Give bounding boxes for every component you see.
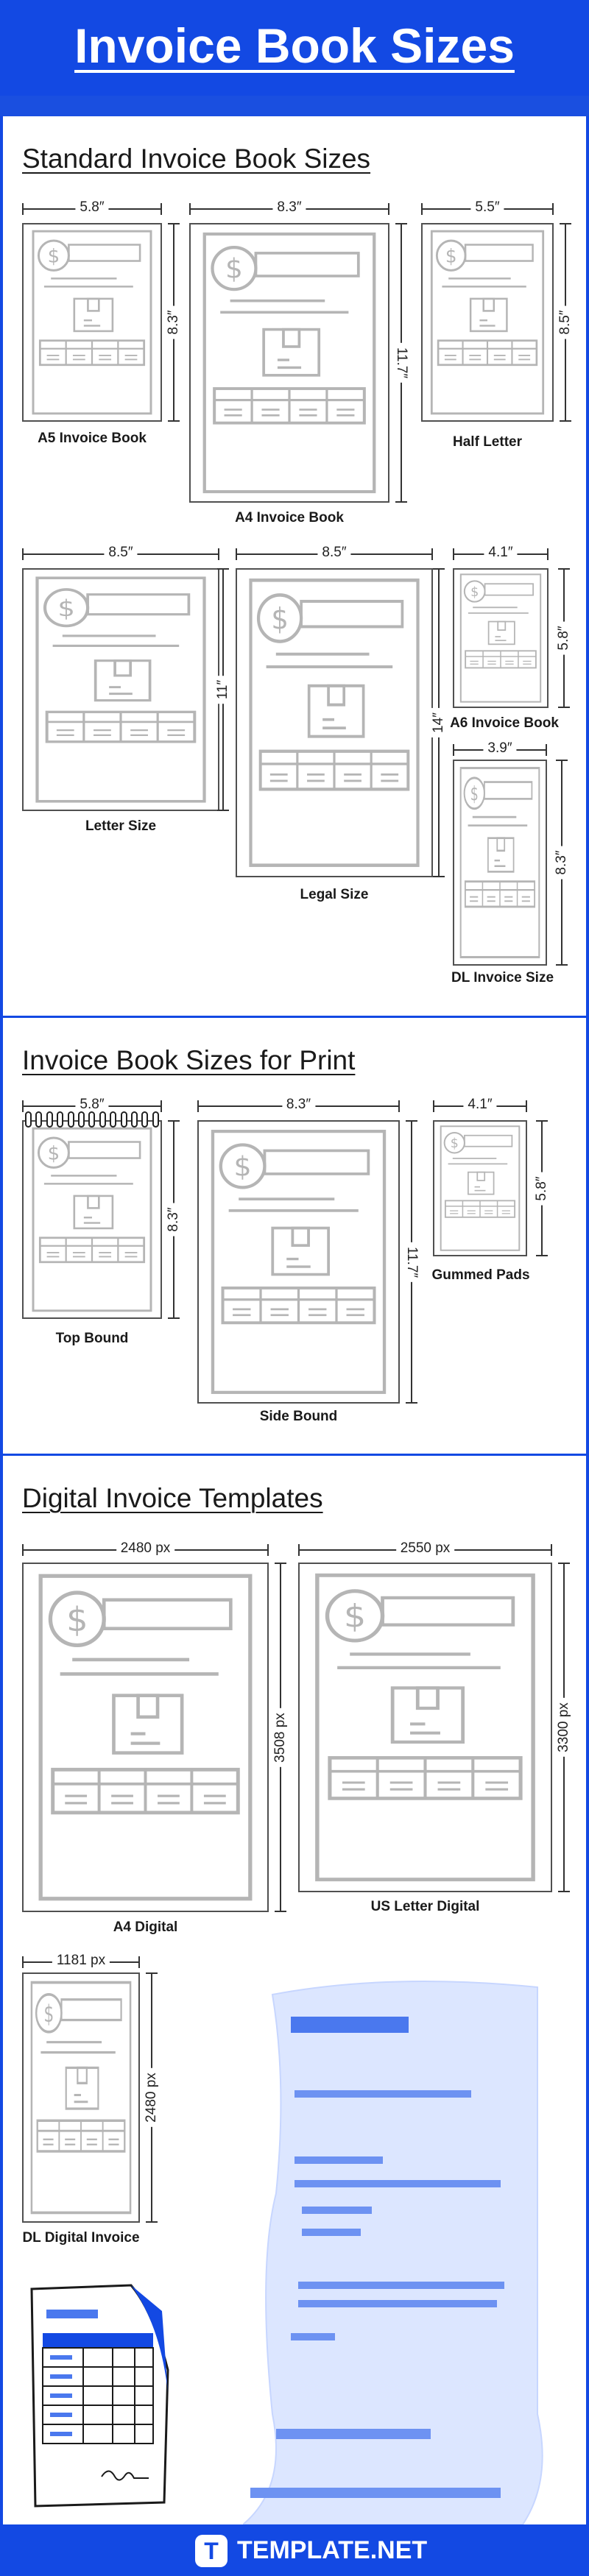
label-a5-invoice-book: A5 Invoice Book	[38, 431, 147, 446]
width-dimension: 4.1″	[433, 1097, 527, 1114]
spiral-binding	[25, 1111, 159, 1128]
height-dimension: 14″	[431, 568, 447, 877]
invoice-placeholder-art: $	[315, 1573, 535, 1882]
svg-text:$: $	[234, 1150, 252, 1182]
height-dimension: 3300 px	[556, 1563, 572, 1892]
label-legal-size: Legal Size	[300, 887, 369, 902]
legal-size-sheet: $	[236, 568, 433, 877]
section-divider	[0, 1016, 589, 1018]
width-dimension: 8.5″	[236, 545, 433, 562]
width-dimension: 5.8″	[22, 199, 162, 217]
a4-digital-sheet: $	[22, 1563, 269, 1912]
a4-invoice-sheet: $	[189, 223, 389, 503]
svg-text:$: $	[57, 595, 75, 623]
width-dimension: 8.3″	[197, 1097, 400, 1114]
letter-size-sheet: $	[22, 568, 219, 811]
width-dimension: 3.9″	[453, 740, 547, 758]
section-title-print: Invoice Book Sizes for Print	[22, 1045, 356, 1075]
width-dimension: 8.5″	[22, 545, 219, 562]
svg-text:$: $	[271, 602, 289, 637]
invoice-placeholder-art: $	[430, 230, 545, 415]
invoice-placeholder-art: $	[30, 1981, 132, 2215]
label-top-bound: Top Bound	[55, 1331, 129, 1346]
invoice-placeholder-art: $	[249, 578, 420, 867]
invoice-placeholder-art: $	[35, 576, 206, 803]
height-dimension: 11.7″	[393, 223, 409, 503]
invoice-placeholder-art: $	[32, 230, 152, 415]
invoice-placeholder-art: $	[459, 766, 540, 959]
label-half-letter: Half Letter	[453, 434, 522, 450]
label-letter-size: Letter Size	[85, 818, 157, 834]
invoice-placeholder-art: $	[440, 1125, 521, 1251]
height-dimension: 8.3″	[166, 1120, 182, 1319]
width-dimension: 2550 px	[298, 1540, 552, 1558]
invoice-placeholder-art: $	[38, 1574, 253, 1901]
side-bound-sheet: $	[197, 1120, 400, 1404]
footer-banner: T TEMPLATE.NET	[0, 2524, 589, 2576]
header-stripe	[0, 96, 589, 116]
width-dimension: 4.1″	[453, 545, 549, 562]
svg-text:$: $	[445, 245, 457, 267]
dl-invoice-sheet: $	[453, 760, 547, 966]
svg-text:$: $	[48, 246, 60, 268]
svg-text:$: $	[451, 1136, 459, 1151]
half-letter-sheet: $	[421, 223, 554, 422]
label-dl-digital-invoice: DL Digital Invoice	[22, 2230, 140, 2246]
height-dimension: 8.3″	[166, 223, 182, 422]
section-title-standard: Standard Invoice Book Sizes	[22, 144, 371, 174]
header-banner: Invoice Book Sizes	[0, 0, 589, 96]
width-dimension: 1181 px	[22, 1953, 140, 1970]
invoice-placeholder-art: $	[32, 1127, 152, 1312]
a5-invoice-sheet: $	[22, 223, 162, 422]
brand-name[interactable]: TEMPLATE.NET	[237, 2536, 428, 2564]
a6-invoice-sheet: $	[453, 568, 549, 708]
svg-text:$: $	[344, 1598, 366, 1635]
label-us-letter-digital: US Letter Digital	[370, 1899, 480, 1914]
gummed-pads-sheet: $	[433, 1120, 527, 1256]
top-bound-sheet: $	[22, 1120, 162, 1319]
invoice-placeholder-art: $	[211, 1130, 387, 1394]
brand-logo-icon[interactable]: T	[195, 2535, 228, 2567]
svg-text:$: $	[470, 783, 479, 806]
section-divider	[0, 1454, 589, 1456]
label-gummed-pads: Gummed Pads	[431, 1267, 530, 1283]
width-dimension: 5.5″	[421, 199, 554, 217]
us-letter-digital-sheet: $	[298, 1563, 552, 1892]
invoice-table-illustration	[30, 2284, 169, 2508]
height-dimension: 2480 px	[144, 1972, 160, 2223]
width-dimension: 5.8″	[22, 1097, 162, 1114]
height-dimension: 5.8″	[556, 568, 572, 708]
height-dimension: 11.7″	[403, 1120, 420, 1404]
label-a4-invoice-book: A4 Invoice Book	[235, 510, 344, 526]
label-dl-invoice-size: DL Invoice Size	[451, 970, 554, 986]
width-dimension: 2480 px	[22, 1540, 269, 1558]
height-dimension: 8.3″	[554, 760, 570, 966]
height-dimension: 11″	[215, 568, 231, 811]
page-title: Invoice Book Sizes	[74, 18, 515, 73]
height-dimension: 3508 px	[272, 1563, 289, 1912]
section-title-digital: Digital Invoice Templates	[22, 1483, 323, 1513]
label-a6-invoice-book: A6 Invoice Book	[450, 715, 559, 731]
width-dimension: 8.3″	[189, 199, 389, 217]
svg-text:$: $	[470, 584, 479, 600]
svg-text:$: $	[225, 253, 243, 284]
content-frame	[0, 116, 589, 2524]
curled-paper-illustration	[243, 1981, 543, 2524]
svg-text:$: $	[48, 1143, 60, 1165]
svg-text:$: $	[66, 1599, 88, 1638]
dl-digital-sheet: $	[22, 1972, 140, 2223]
label-side-bound: Side Bound	[259, 1409, 338, 1424]
invoice-placeholder-art: $	[202, 232, 376, 494]
height-dimension: 5.8″	[534, 1120, 550, 1256]
svg-text:$: $	[43, 1999, 54, 2028]
invoice-placeholder-art: $	[459, 573, 542, 703]
height-dimension: 8.5″	[557, 223, 574, 422]
label-a4-digital: A4 Digital	[113, 1919, 178, 1935]
